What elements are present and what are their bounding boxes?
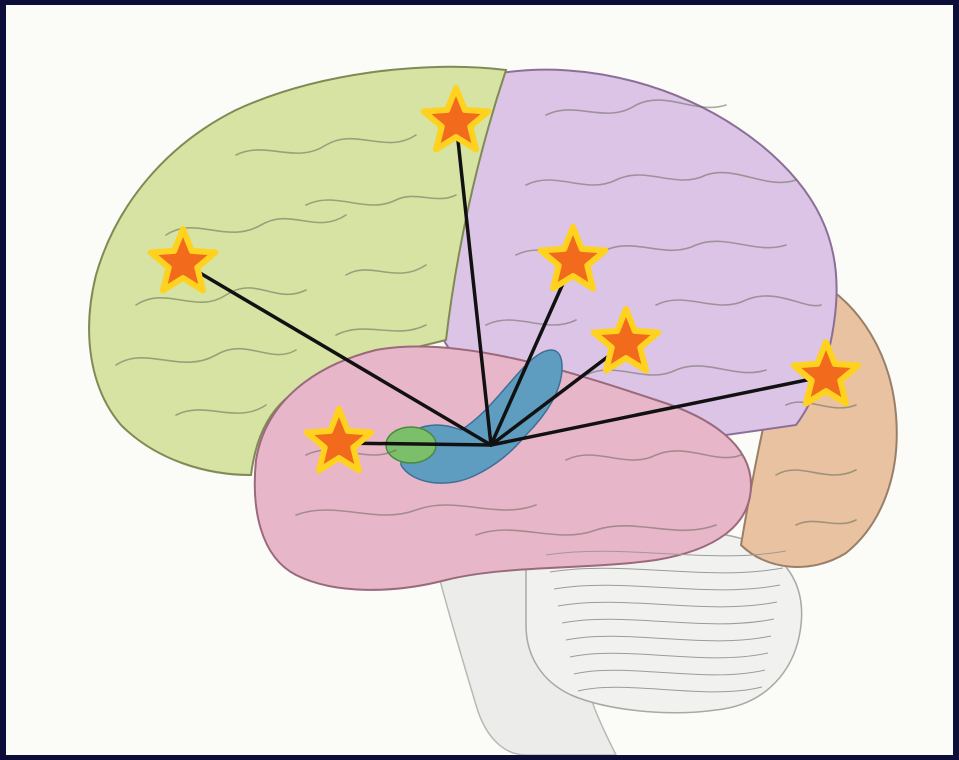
image-frame [6,5,953,755]
brain-illustration [6,5,953,755]
